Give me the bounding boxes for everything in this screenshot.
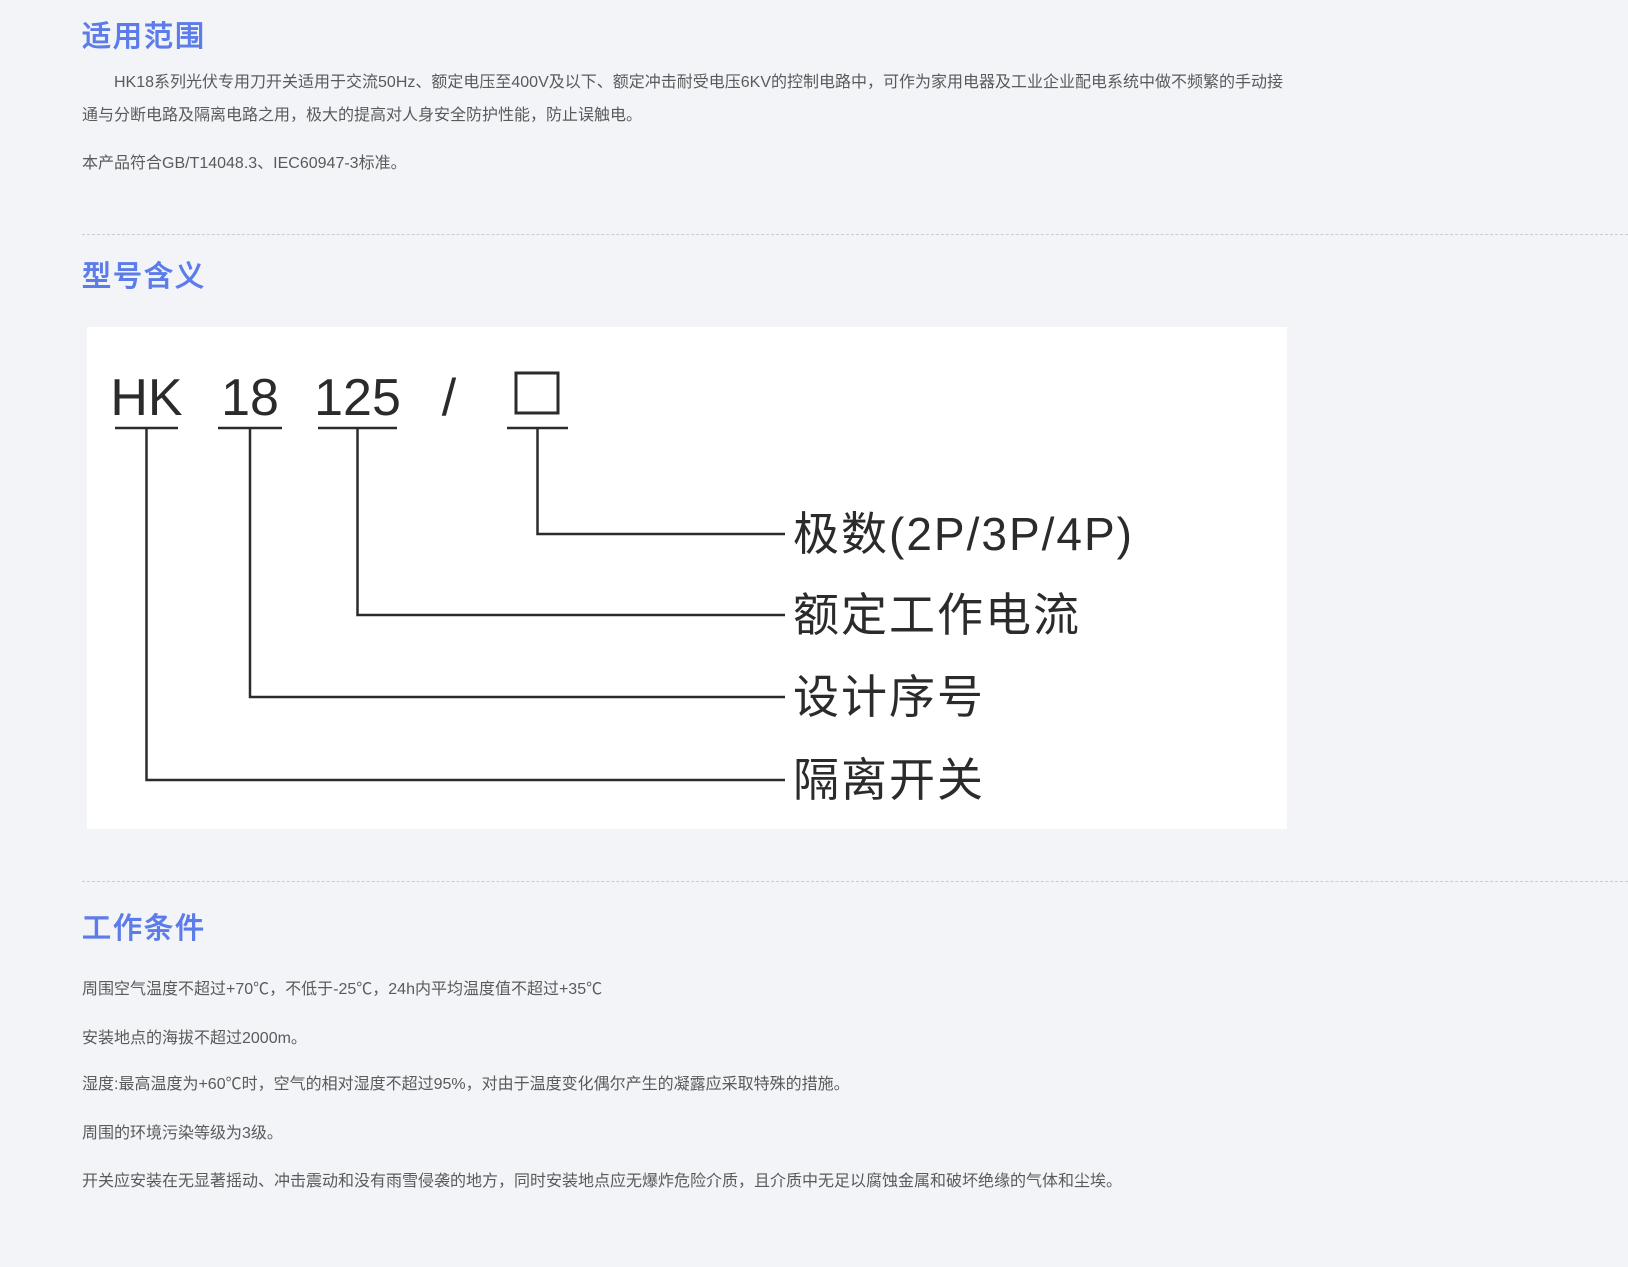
section-title-conditions: 工作条件 [82, 913, 207, 945]
connector-brand [145, 428, 785, 782]
diagram-label-isolating-switch: 隔离开关 [793, 754, 985, 806]
diagram-label-pole-count: 极数(2P/3P/4P) [793, 508, 1134, 560]
model-code-brand: HK [110, 369, 183, 427]
scope-paragraph-2: 本产品符合GB/T14048.3、IEC60947-3标准。 [82, 155, 407, 172]
condition-item-installation-environment: 开关应安装在无显著摇动、冲击震动和没有雨雪侵袭的地方，同时安装地点应无爆炸危险介… [82, 1173, 1123, 1190]
connector-design-no [248, 428, 785, 699]
condition-item-pollution-degree: 周围的环境污染等级为3级。 [82, 1125, 283, 1142]
dashed-divider-2 [82, 881, 1628, 882]
model-diagram: HK 18 125 / 极数(2P/3P/4P) 额定工作电流 设计序号 隔离开… [110, 369, 1134, 806]
section-title-model: 型号含义 [82, 261, 207, 293]
model-diagram-box: HK 18 125 / 极数(2P/3P/4P) 额定工作电流 设计序号 隔离开… [87, 327, 1287, 829]
condition-item-humidity: 湿度:最高温度为+60℃时，空气的相对湿度不超过95%，对由于温度变化偶尔产生的… [82, 1076, 850, 1093]
scope-paragraph-1: HK18系列光伏专用刀开关适用于交流50Hz、额定电压至400V及以下、额定冲击… [82, 74, 1283, 124]
diagram-label-rated-current: 额定工作电流 [793, 589, 1081, 641]
connector-current [356, 428, 785, 617]
pole-placeholder-square-icon [514, 371, 560, 415]
model-code-slash: / [442, 369, 457, 427]
model-code-current: 125 [314, 369, 401, 427]
connector-pole [536, 428, 785, 536]
condition-item-altitude: 安装地点的海拔不超过2000m。 [82, 1030, 307, 1047]
section-title-scope: 适用范围 [82, 21, 207, 53]
dashed-divider-1 [82, 234, 1628, 235]
condition-item-temperature: 周围空气温度不超过+70℃，不低于-25℃，24h内平均温度值不超过+35℃ [82, 981, 603, 998]
diagram-label-design-serial: 设计序号 [793, 671, 985, 723]
model-code-design-no: 18 [221, 369, 279, 427]
